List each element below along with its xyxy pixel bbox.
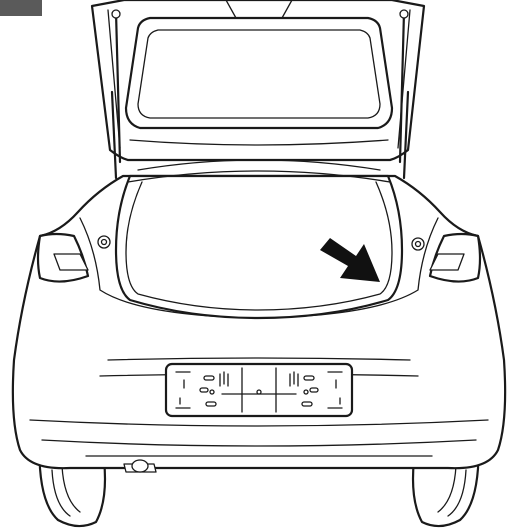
boot-opening	[116, 160, 402, 318]
tailgate	[92, 0, 424, 160]
licence-plate-holder	[166, 364, 352, 416]
